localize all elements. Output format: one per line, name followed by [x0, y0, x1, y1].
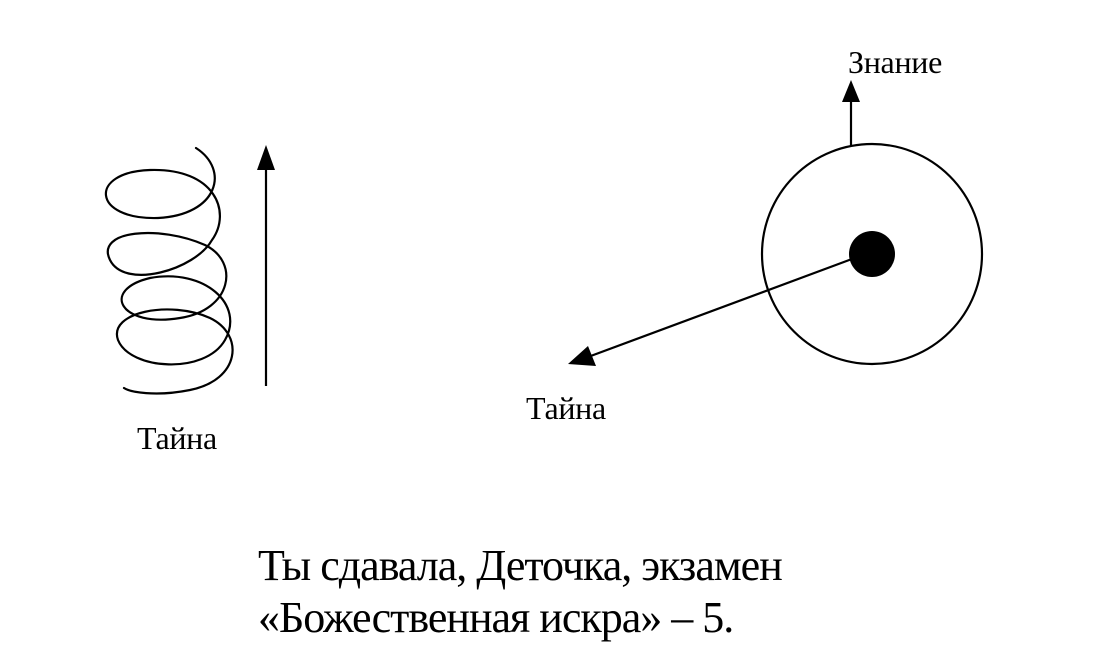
knowledge-label: Знание: [848, 44, 943, 80]
caption-line-2: «Божественная искра» – 5.: [258, 593, 734, 642]
spiral-coil: [104, 146, 234, 395]
upward-arrow-head: [257, 145, 275, 170]
outer-circle: [760, 142, 984, 366]
mystery-arrow-head: [568, 346, 596, 366]
caption-line-1: Ты сдавала, Деточка, экзамен: [258, 541, 783, 590]
center-dot: [849, 231, 895, 277]
knowledge-arrow-head: [842, 80, 860, 102]
right-mystery-label: Тайна: [526, 390, 606, 426]
mystery-arrow-shaft: [587, 254, 861, 359]
caption: Ты сдавала, Деточка, экзамен «Божественн…: [258, 540, 783, 644]
left-mystery-label: Тайна: [137, 420, 217, 456]
